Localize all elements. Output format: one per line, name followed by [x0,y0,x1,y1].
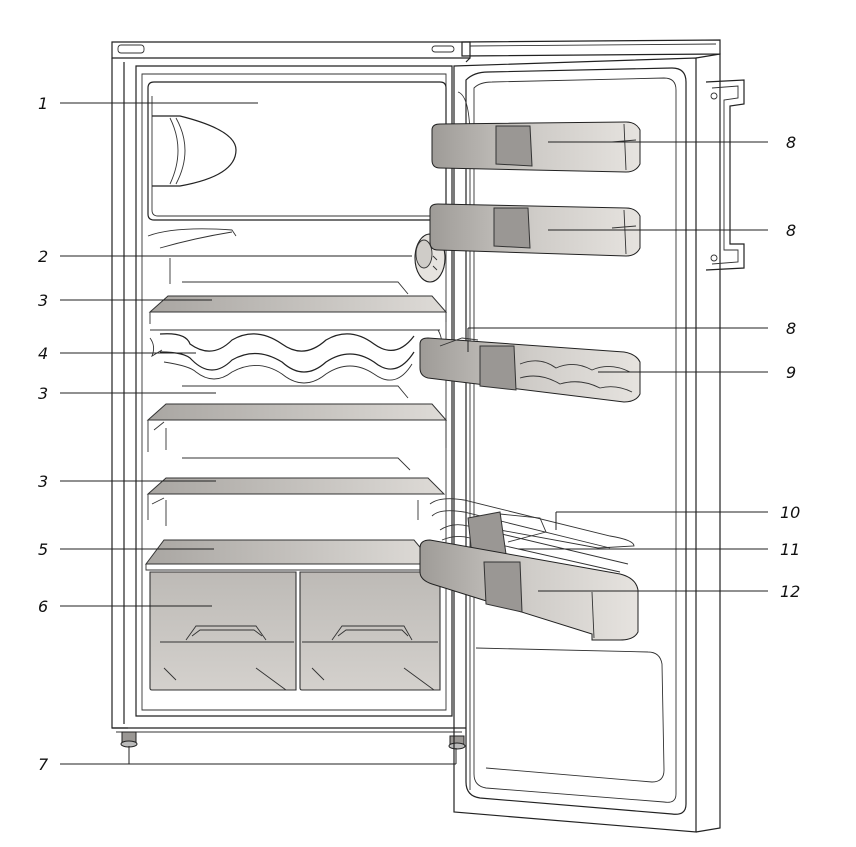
crisper-cover [145,539,436,571]
callout-5: 5 [38,540,48,559]
wine-rack [149,329,443,384]
callout-9: 9 [786,363,796,382]
bottle-holder [429,498,635,573]
freezer-compartment [147,81,447,284]
top-vent-icon [117,44,145,54]
callout-3-lower-shelf: 3 [38,472,48,491]
callout-3-middle-shelf: 3 [38,384,48,403]
door-shelf-second [429,203,641,257]
adjustable-feet [120,731,466,750]
door-handle [705,79,745,271]
callout-7: 7 [38,755,49,774]
door-shelf-top [431,121,641,173]
shelf-lower [146,457,446,526]
callout-12: 12 [780,582,800,601]
callout-8-top: 8 [786,133,796,152]
callout-1: 1 [38,94,48,113]
callout-11: 11 [780,540,800,559]
callout-numbers: 1 2 3 4 3 3 5 6 7 8 8 8 9 10 11 12 [38,94,800,774]
callout-6: 6 [38,597,48,616]
door-shelf-third [419,337,641,403]
callout-4: 4 [38,344,48,363]
door-shelf-bottom [419,539,639,641]
shelf-middle [146,385,448,452]
callout-8-third: 8 [786,319,796,338]
callout-8-second: 8 [786,221,796,240]
leader-lines [60,102,768,765]
callout-3-top-shelf: 3 [38,291,48,310]
callout-2: 2 [38,247,48,266]
callout-10: 10 [780,503,800,522]
crisper-drawer-right [299,571,441,691]
crisper-drawer-left [149,571,297,691]
shelf-top [148,281,448,324]
